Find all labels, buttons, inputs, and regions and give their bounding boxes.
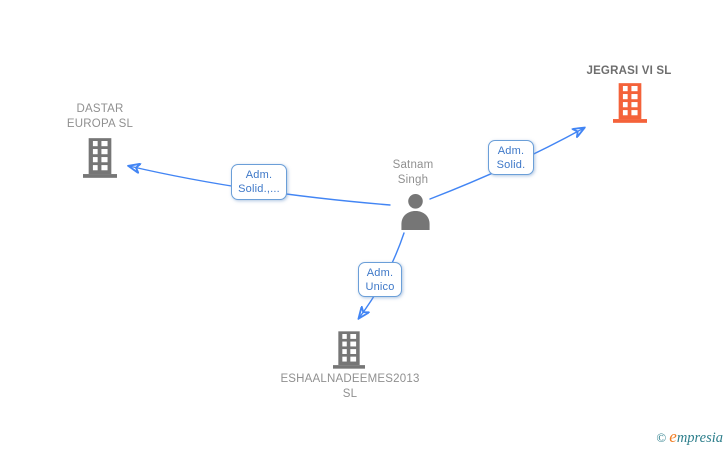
empresia-logo[interactable]: © empresia — [656, 427, 723, 447]
building-icon[interactable] — [83, 138, 117, 178]
building-icon[interactable] — [613, 83, 647, 123]
person-icon[interactable] — [399, 193, 432, 230]
node-label-line: DASTAR — [76, 103, 124, 115]
node-label-line: JEGRASI VI SL — [586, 65, 672, 77]
edge-label-line: Solid.,... — [238, 183, 280, 195]
node-label-line: ESHAALNADEEMES2013 — [280, 373, 420, 385]
node-label-line: EUROPA SL — [66, 118, 134, 130]
edge-label-line: Unico — [365, 280, 395, 293]
copyright-icon: © — [656, 430, 667, 445]
edge-label-adm-unico-eshaal[interactable]: Adm. Unico — [358, 262, 402, 297]
edge-label-line: Adm. — [366, 266, 394, 279]
edge-label-adm-solid-dastar[interactable]: Adm. Solid.,... — [231, 164, 287, 200]
brand-wordmark: empresia — [669, 427, 723, 446]
node-label-dastar[interactable]: DASTAR EUROPA SL — [30, 102, 170, 132]
node-label-jegrasi[interactable]: JEGRASI VI SL — [559, 64, 699, 79]
edge-label-line: Solid. — [496, 158, 526, 171]
node-label-eshaal[interactable]: ESHAALNADEEMES2013 SL — [250, 372, 450, 402]
node-label-line: Singh — [397, 174, 429, 186]
node-label-line: SL — [342, 388, 358, 400]
edge-label-line: Adm. — [245, 169, 273, 181]
node-label-satnam[interactable]: Satnam Singh — [353, 158, 473, 188]
edge-label-line: Adm. — [497, 144, 525, 157]
node-label-line: Satnam — [392, 159, 434, 171]
building-icon[interactable] — [333, 331, 365, 369]
edge-label-adm-solid-jegrasi[interactable]: Adm. Solid. — [488, 140, 534, 175]
